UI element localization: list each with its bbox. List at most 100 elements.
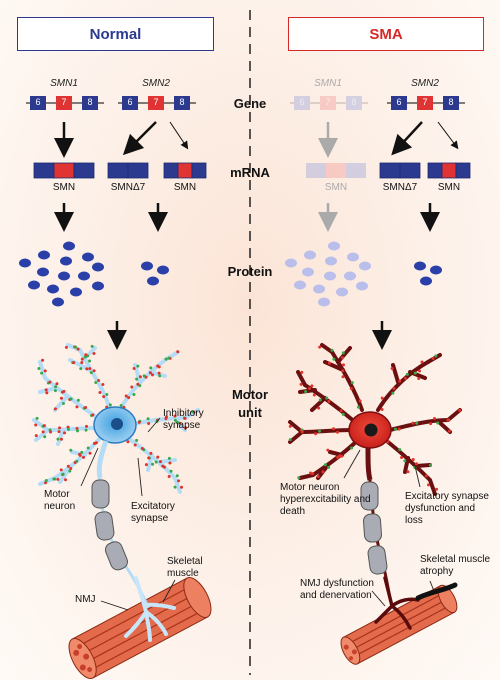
synapse-dot [397,427,401,431]
synapse-dot [148,371,152,375]
synapse-dot [317,406,321,410]
synapse-dot [44,478,48,482]
label-skeletal-atrophy: Skeletal muscle atrophy [420,554,491,577]
synapse-dot [76,347,80,351]
synapse-dot [417,376,421,380]
synapse-dot [420,360,424,364]
synapse-dot [56,477,60,481]
synapse-dot [316,475,320,479]
synapse-dot [84,353,88,357]
synapse-dot [82,455,86,459]
synapse-dot [56,437,60,441]
synapse-dot [92,352,96,356]
synapse-dot [177,479,181,483]
synapse-dot [340,454,344,458]
synapse-dot [62,431,66,435]
row-label-gene: Gene [233,96,267,111]
synapse-dot [59,437,63,441]
synapse-dot [173,414,177,418]
synapse-dot [380,407,384,411]
synapse-dot [61,402,65,406]
synapse-dot [75,405,79,409]
synapse-dot [341,375,345,379]
sma-synapse-dots [288,345,462,491]
synapse-dot [180,485,184,489]
synapse-dot [327,465,331,469]
mrna-label-smn2-sma: SMN [437,182,461,193]
synapse-dot [41,430,45,434]
synapse-dot [48,380,52,384]
header-sma: SMA [288,17,484,51]
synapse-dot [300,430,304,434]
synapse-dot [94,441,98,445]
synapse-dot [300,370,304,374]
synapse-dot [86,446,90,450]
synapse-dot [336,430,340,434]
arrow-gene-to-mrna [391,121,423,156]
synapse-dot [102,395,106,399]
synapse-dot [341,351,345,355]
label-excitatory-dysfunction: Excitatory synapse dysfunction and loss [405,491,489,526]
synapse-dot [403,376,407,380]
synapse-dot [150,373,154,377]
sma-motor-neuron [288,343,462,630]
mrna-label-smn-sma: SMN [324,182,348,193]
synapse-dot [406,470,410,474]
synapse-dot [84,428,88,432]
normal-protein-small [141,261,169,286]
synapse-dot [173,485,177,489]
synapse-dot [288,424,292,428]
synapse-dot [79,367,83,371]
mrna-label-smn2-normal: SMN [173,182,197,193]
header-normal: Normal [17,17,214,51]
gene-name-smn1-normal: SMN1 [50,78,78,89]
synapse-dot [89,371,93,375]
synapse-dot [339,409,343,413]
synapse-dot [392,386,396,390]
synapse-dot [411,421,415,425]
synapse-dot [323,463,327,467]
synapse-dot [98,390,102,394]
exon-label: 6 [35,97,41,107]
synapse-dot [183,416,187,420]
label-inhibitory-synapse: Inhibitory synapse [163,408,204,431]
sma-smn2-full-mrna [427,162,471,179]
sma-axon-hillock [365,447,373,481]
synapse-dot [119,403,123,407]
synapse-dot [54,385,58,389]
synapse-dot [90,344,94,348]
normal-nucleus [111,418,123,430]
synapse-dot [64,478,68,482]
synapse-dot [336,455,340,459]
synapse-dot [167,356,171,360]
synapse-dot [168,461,172,465]
synapse-dot [68,469,72,473]
synapse-dot [59,396,63,400]
sma-skeletal-muscle [340,584,458,665]
gene-name-smn2-sma: SMN2 [411,78,439,89]
synapse-dot [34,434,38,438]
synapse-dot [144,463,148,467]
gene-name-smn1-sma: SMN1 [314,78,342,89]
label-mn-hyperexcitability: Motor neuron hyperexcitability and death [280,482,371,517]
label-nmj-dysfunction: NMJ dysfunction and denervation [300,578,374,601]
synapse-dot [88,451,92,455]
synapse-dot [97,379,101,383]
synapse-dot [158,460,162,464]
synapse-dot [142,374,146,378]
synapse-dot [446,418,450,422]
sma-protein-small [414,261,442,286]
synapse-dot [393,427,397,431]
synapse-dot [66,464,70,468]
synapse-dot [176,350,180,354]
synapse-dot [403,459,407,463]
synapse-dot [398,379,402,383]
normal-skeletal-muscle [68,577,212,679]
synapse-dot [41,358,45,362]
normal-smn2-gene [118,96,196,110]
synapse-dot [173,418,177,422]
synapse-dot [164,417,168,421]
synapse-dot [126,440,130,444]
